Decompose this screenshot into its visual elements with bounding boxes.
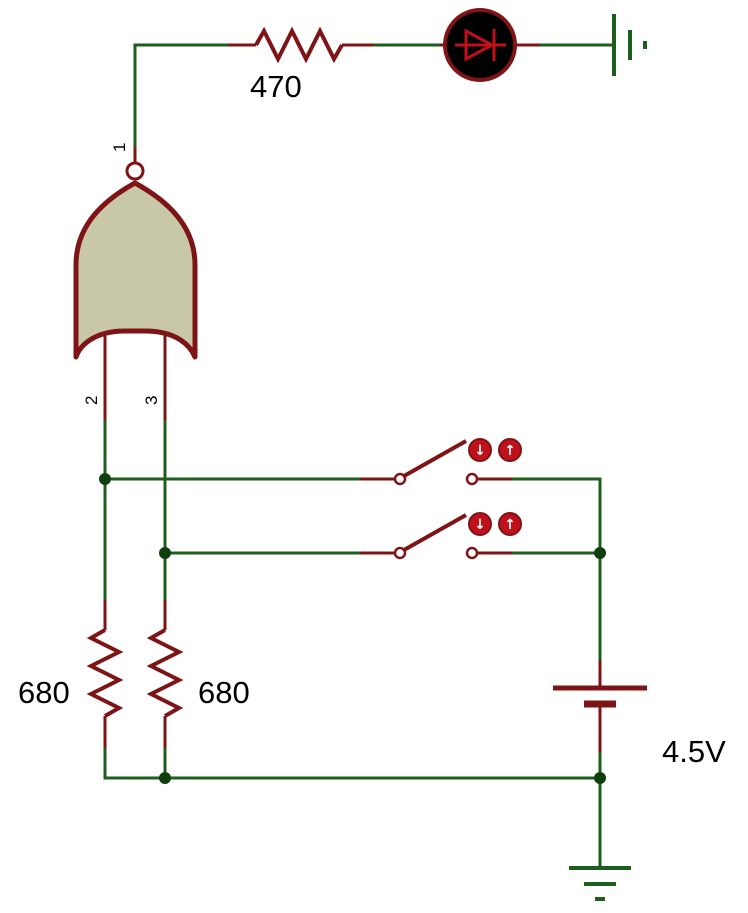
- junctions: [99, 473, 606, 784]
- resistor-680-left: [86, 600, 124, 748]
- resistor-680-right: [146, 600, 184, 748]
- junction-dot: [159, 772, 171, 784]
- supply-wires: [103, 477, 602, 866]
- svg-text:↓: ↓: [474, 517, 486, 533]
- junction-dot: [99, 473, 111, 485]
- pin-1-label: 1: [110, 143, 129, 152]
- svg-text:↑: ↑: [504, 443, 516, 459]
- resistor-680-right-label: 680: [198, 675, 250, 710]
- switch-a-down-button[interactable]: ↓: [468, 438, 492, 462]
- svg-text:↓: ↓: [474, 443, 486, 459]
- svg-text:↑: ↑: [504, 517, 516, 533]
- battery: [553, 660, 647, 752]
- output-wire: [133, 43, 612, 147]
- switch-a-up-button[interactable]: ↑: [498, 438, 522, 462]
- junction-dot: [594, 772, 606, 784]
- switch-b-up-button[interactable]: ↑: [498, 512, 522, 536]
- switch-b-down-button[interactable]: ↓: [468, 512, 492, 536]
- resistor-470-label: 470: [250, 69, 302, 104]
- junction-dot: [159, 547, 171, 559]
- pin-3-label: 3: [142, 396, 161, 405]
- ground-main: [569, 866, 631, 901]
- battery-label: 4.5V: [662, 734, 726, 769]
- junction-dot: [594, 547, 606, 559]
- switch-b[interactable]: [360, 513, 512, 560]
- switch-a[interactable]: [360, 439, 512, 486]
- pin-2-label: 2: [82, 396, 101, 405]
- led: [440, 8, 540, 82]
- nor-gate: [73, 147, 198, 420]
- ground-led: [612, 14, 647, 76]
- resistor-680-left-label: 680: [18, 675, 70, 710]
- input-wires: [103, 420, 360, 600]
- resistor-470: [228, 26, 374, 64]
